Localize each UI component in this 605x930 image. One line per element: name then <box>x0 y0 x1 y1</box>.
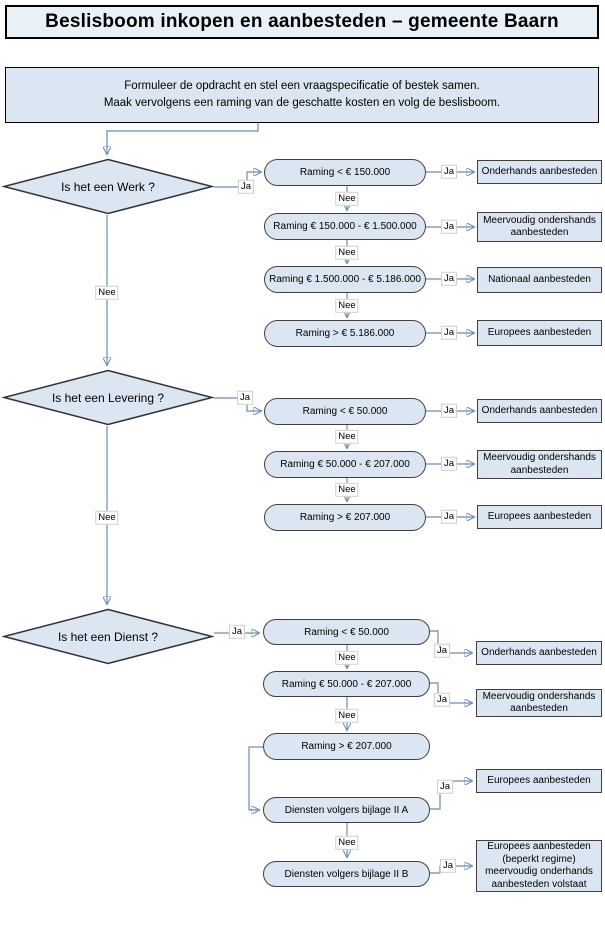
ja-label: Ja <box>440 164 458 180</box>
ja-label: Ja <box>433 692 451 708</box>
result-bijlage-iia: Europees aanbesteden <box>476 769 602 793</box>
ja-label: Ja <box>440 456 458 472</box>
nee-label: Nee <box>335 835 359 851</box>
result-werk-2: Meervoudig ondershands aanbesteden <box>477 212 602 242</box>
nee-label: Nee <box>335 191 359 207</box>
nee-label: Nee <box>335 298 359 314</box>
condition-werk-2: Raming € 150.000 - € 1.500.000 <box>264 213 426 240</box>
condition-bijlage-iia: Diensten volgers bijlage II A <box>263 797 430 823</box>
nee-label: Nee <box>335 482 359 498</box>
ja-label: Ja <box>236 390 254 406</box>
decision-werk: Is het een Werk ? <box>2 158 214 215</box>
result-werk-3: Nationaal aanbesteden <box>477 267 602 293</box>
nee-label: Nee <box>95 285 119 301</box>
condition-werk-3: Raming € 1.500.000 - € 5.186.000 <box>264 266 426 293</box>
result-levering-2: Meervoudig ondershands aanbesteden <box>477 450 602 479</box>
condition-dienst-3: Raming > € 207.000 <box>263 733 430 760</box>
decision-dienst: Is het een Dienst ? <box>2 608 214 665</box>
result-werk-1: Onderhands aanbesteden <box>477 160 602 184</box>
connector-dienst-row1-ja <box>430 630 472 653</box>
decision-levering: Is het een Levering ? <box>2 369 214 426</box>
diamond-shape <box>2 369 214 426</box>
page-title-text: Beslisboom inkopen en aanbesteden – geme… <box>45 11 559 32</box>
ja-label: Ja <box>439 858 457 874</box>
condition-werk-4: Raming > € 5.186.000 <box>264 320 426 347</box>
ja-label: Ja <box>440 509 458 525</box>
connector-intro-werk <box>107 123 259 154</box>
condition-werk-1: Raming < € 150.000 <box>264 159 426 186</box>
condition-levering-1: Raming < € 50.000 <box>264 398 426 425</box>
ja-label: Ja <box>440 219 458 235</box>
diamond-shape <box>2 158 214 215</box>
intro-line-2: Maak vervolgens een raming van de gescha… <box>103 97 501 109</box>
result-werk-4: Europees aanbesteden <box>477 320 602 346</box>
ja-label: Ja <box>436 779 454 795</box>
connector-dienst-row3-to-iia <box>248 746 263 810</box>
ja-label: Ja <box>440 403 458 419</box>
result-dienst-1: Onderhands aanbesteden <box>476 641 602 665</box>
ja-label: Ja <box>440 325 458 341</box>
connector-werk-ja <box>214 172 261 188</box>
condition-bijlage-iib: Diensten volgers bijlage II B <box>263 861 430 887</box>
diamond-shape <box>2 608 214 665</box>
nee-label: Nee <box>335 429 359 445</box>
page-title: Beslisboom inkopen en aanbesteden – geme… <box>5 5 599 39</box>
condition-dienst-1: Raming < € 50.000 <box>263 619 430 645</box>
ja-label: Ja <box>433 643 451 659</box>
nee-label: Nee <box>335 708 359 724</box>
ja-label: Ja <box>228 624 246 640</box>
ja-label: Ja <box>237 179 255 195</box>
nee-label: Nee <box>95 510 119 526</box>
condition-dienst-2: Raming € 50.000 - € 207.000 <box>263 671 430 697</box>
result-bijlage-iib: Europees aanbesteden (beperkt regime) me… <box>476 840 602 892</box>
nee-label: Nee <box>335 650 359 666</box>
decision-levering-label: Is het een Levering ? <box>51 390 165 405</box>
result-dienst-2: Meervoudig ondershands aanbesteden <box>476 689 602 717</box>
result-levering-1: Onderhands aanbesteden <box>477 399 602 423</box>
decision-werk-label: Is het een Werk ? <box>61 179 155 194</box>
condition-levering-2: Raming € 50.000 - € 207.000 <box>264 451 426 478</box>
result-levering-3: Europees aanbesteden <box>477 505 602 529</box>
ja-label: Ja <box>440 271 458 287</box>
intro-line-1: Formuleer de opdracht en stel een vraags… <box>124 79 480 92</box>
condition-levering-3: Raming > € 207.000 <box>264 504 426 531</box>
intro-box: Formuleer de opdracht en stel een vraags… <box>5 67 599 123</box>
decision-dienst-label: Is het een Dienst ? <box>57 629 159 644</box>
connector-iia-ja <box>430 781 472 810</box>
nee-label: Nee <box>335 245 359 261</box>
